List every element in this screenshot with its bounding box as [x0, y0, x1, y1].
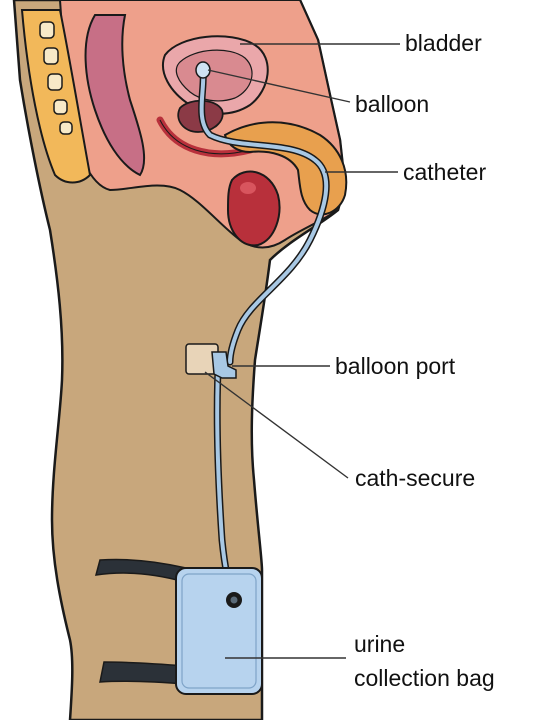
label-balloon: balloon [355, 91, 429, 117]
label-bladder: bladder [405, 30, 482, 56]
testicle-highlight [240, 182, 256, 194]
testicle [228, 172, 279, 246]
lower-strap [100, 662, 186, 684]
bag-inlet-hole [231, 597, 238, 604]
label-cath-secure: cath-secure [355, 465, 475, 491]
label-catheter: catheter [403, 159, 486, 185]
label-bag-line2: collection bag [354, 665, 495, 691]
balloon [196, 62, 210, 78]
label-bag-line1: urine [354, 631, 405, 657]
urine-collection-bag [176, 568, 262, 694]
label-balloon-port: balloon port [335, 353, 456, 379]
